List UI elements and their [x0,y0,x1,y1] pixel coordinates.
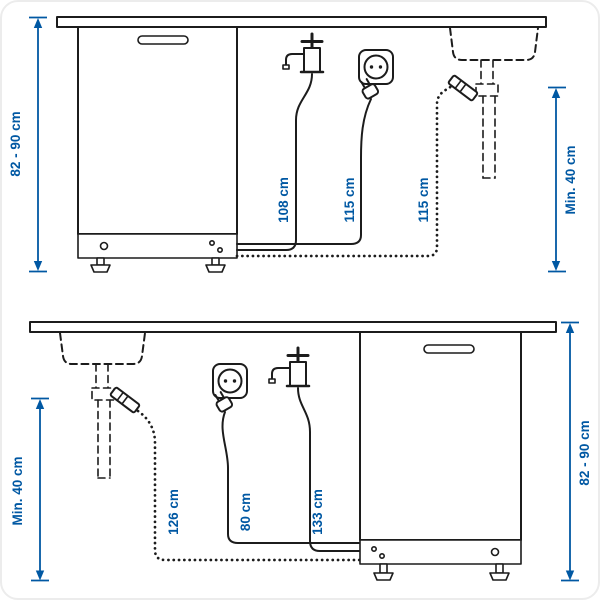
power-cable-length-label-top: 115 cm [342,177,357,222]
drain-pipe-top [475,59,499,179]
arrow-up-icon [33,18,43,28]
drain-hose-length-label-top: 115 cm [416,177,431,222]
countertop-bottom [29,321,557,333]
countertop-top [56,16,547,28]
dimension-cabinet-height-bottom: 82 - 90 cm [561,321,592,582]
cabinet-height-label-top: 82 - 90 cm [8,111,23,176]
faucet-icon-top [282,32,325,74]
drain-min-label-bottom: Min. 40 cm [10,456,25,525]
leveling-foot-right-top [205,257,226,273]
dimension-cabinet-height-top: 82 - 90 cm [8,16,47,273]
power-plug-icon-top [360,78,380,100]
leveling-foot-left-top [90,257,111,273]
supply-hose-length-label-top: 108 cm [276,177,291,223]
arrow-down-icon [565,570,575,581]
power-cable-bottom [221,411,361,544]
drain-hose-connector-top [447,74,479,102]
drain-hose-length-label-bottom: 126 cm [166,489,181,535]
faucet-icon-bottom [268,346,311,388]
drain-hose-connector-bottom [109,386,141,414]
leveling-foot-left-bottom [373,563,394,581]
supply-hose-length-label-bottom: 133 cm [310,489,325,535]
power-cable-length-label-bottom: 80 cm [238,493,253,531]
top-diagram: 82 - 90 cm [8,16,578,273]
dishwasher-bottom [359,331,522,581]
arrow-up-icon [551,88,561,98]
dishwasher-top [77,26,238,273]
power-plug-icon-bottom [214,391,234,413]
drain-pipe-bottom [91,363,115,479]
outlet-icon-bottom [212,363,248,399]
dimension-drain-min-height-bottom: Min. 40 cm [10,397,49,582]
door-handle-top [137,35,189,45]
arrow-down-icon [35,570,45,581]
leveling-foot-right-bottom [489,563,510,581]
drain-min-label-top: Min. 40 cm [563,145,578,214]
outlet-icon-top [358,49,394,85]
power-cable-top [236,98,372,245]
arrow-down-icon [551,261,561,271]
arrow-up-icon [35,399,45,409]
water-supply-hose-bottom [297,387,361,552]
sink-top [447,27,539,179]
water-supply-hose-top [236,73,313,251]
dimension-drain-min-height-top: Min. 40 cm [548,86,578,273]
door-handle-bottom [423,344,475,354]
drain-hose-bottom [136,409,362,562]
arrow-up-icon [565,323,575,333]
sink-bottom [59,332,146,479]
drain-hose-top [235,84,454,258]
cabinet-height-label-bottom: 82 - 90 cm [577,420,592,485]
bottom-diagram: Min. 40 cm [10,321,592,582]
arrow-down-icon [33,261,43,271]
